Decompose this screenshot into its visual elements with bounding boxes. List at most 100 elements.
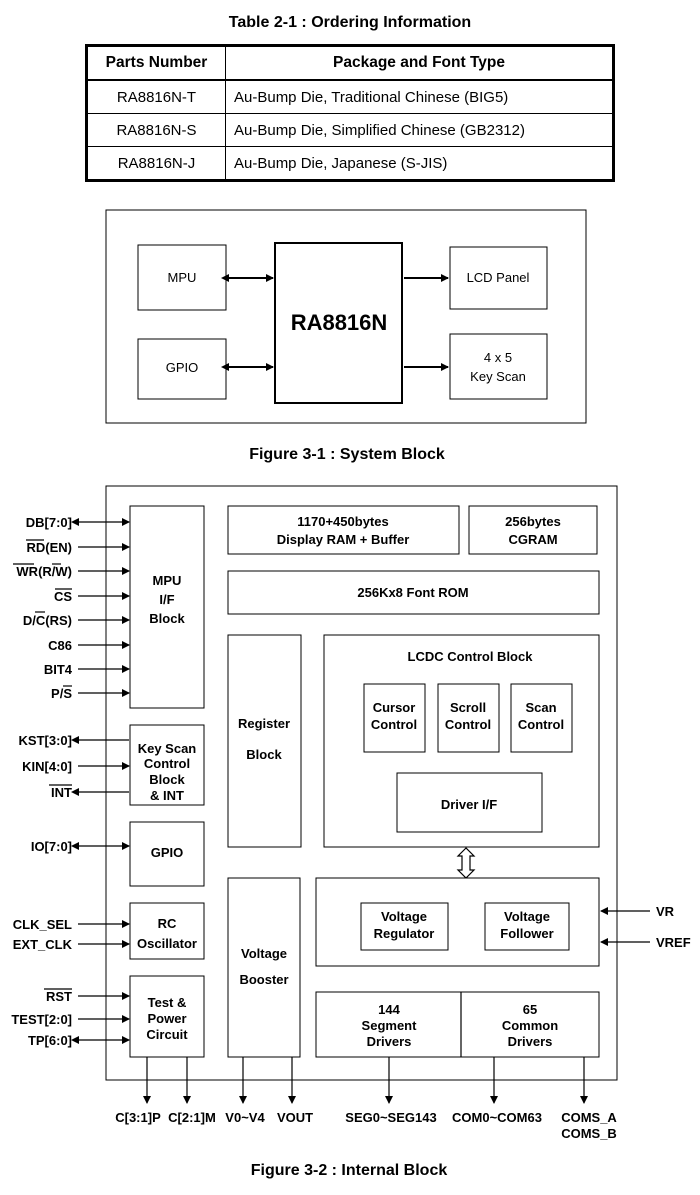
display-ram-label1: 1170+450bytes — [297, 514, 388, 529]
segment-label3: Drivers — [367, 1034, 412, 1049]
pin-wr: WR(R/W) — [16, 564, 72, 579]
voltage-regulator-block — [360, 902, 449, 951]
pin-clk-sel: CLK_SEL — [13, 917, 72, 932]
voltage-booster-block — [227, 877, 301, 1058]
scan-control-block — [510, 683, 573, 753]
register-label2: Block — [246, 747, 282, 762]
cursor-label1: Cursor — [373, 700, 416, 715]
cgram-block — [468, 505, 598, 555]
sys-key-scan-label2: Key Scan — [470, 369, 526, 384]
pin-int: INT — [51, 785, 72, 800]
drivers-container — [315, 991, 600, 1058]
common-label2: Common — [502, 1018, 558, 1033]
pin-io: IO[7:0] — [31, 839, 72, 854]
key-scan-label1: Key Scan — [138, 741, 197, 756]
cgram-label2: CGRAM — [508, 532, 557, 547]
pin-test: TEST[2:0] — [11, 1012, 72, 1027]
pin-vr: VR — [656, 904, 675, 919]
rc-osc-label2: Oscillator — [137, 936, 197, 951]
key-scan-label3: Block — [149, 772, 185, 787]
header-package-font: Package and Font Type — [225, 45, 614, 81]
font-rom-label: 256Kx8 Font ROM — [357, 585, 468, 600]
test-power-label2: Power — [147, 1011, 186, 1026]
sys-ra8816n-box — [274, 242, 403, 404]
pin-com: COM0~COM63 — [452, 1110, 542, 1125]
pin-rd: RD(EN) — [27, 540, 73, 555]
scroll-label1: Scroll — [450, 700, 486, 715]
display-ram-label2: Display RAM + Buffer — [277, 532, 410, 547]
pin-bit4: BIT4 — [44, 662, 73, 677]
pin-seg: SEG0~SEG143 — [345, 1110, 436, 1125]
pin-coms-a: COMS_A — [561, 1110, 617, 1125]
driver-if-label: Driver I/F — [441, 797, 497, 812]
lcdc-label: LCDC Control Block — [408, 649, 534, 664]
mpu-if-label3: Block — [149, 611, 185, 626]
register-label1: Register — [238, 716, 290, 731]
test-power-block — [129, 975, 205, 1058]
key-scan-block — [129, 724, 205, 806]
follower-label2: Follower — [500, 926, 553, 941]
table-row: RA8816N-S Au-Bump Die, Simplified Chines… — [86, 113, 614, 147]
scan-label1: Scan — [525, 700, 556, 715]
pin-vref: VREF — [656, 935, 691, 950]
cell-package: Au-Bump Die, Japanese (S-JIS) — [225, 146, 614, 181]
mpu-if-label2: I/F — [159, 592, 174, 607]
driver-if-block — [396, 772, 543, 833]
cursor-label2: Control — [371, 717, 417, 732]
booster-label1: Voltage — [241, 946, 287, 961]
cell-part: RA8816N-T — [86, 79, 226, 114]
scan-label2: Control — [518, 717, 564, 732]
cell-package: Au-Bump Die, Simplified Chinese (GB2312) — [225, 113, 614, 147]
cursor-control-block — [363, 683, 426, 753]
sys-key-scan-box — [449, 333, 548, 400]
pin-kst: KST[3:0] — [19, 733, 72, 748]
follower-label1: Voltage — [504, 909, 550, 924]
register-block — [227, 634, 302, 848]
pin-vout: VOUT — [277, 1110, 313, 1125]
header-parts-number: Parts Number — [86, 45, 226, 81]
regulator-label2: Regulator — [374, 926, 435, 941]
internal-block-caption: Figure 3-2 : Internal Block — [251, 1162, 448, 1179]
scroll-control-block — [437, 683, 500, 753]
pin-tp: TP[6:0] — [28, 1033, 72, 1048]
sys-lcd-panel-box — [449, 246, 548, 310]
bottom-pins: C[3:1]P C[2:1]M V0~V4 VOUT SEG0~SEG143 C… — [115, 1057, 617, 1141]
voltage-follower-block — [484, 902, 570, 951]
pin-coms-b: COMS_B — [561, 1126, 617, 1141]
font-rom-block — [227, 570, 600, 615]
sys-mpu-label: MPU — [168, 270, 197, 285]
system-block-caption: Figure 3-1 : System Block — [249, 446, 445, 463]
rc-oscillator-block — [129, 902, 205, 960]
segment-label1: 144 — [378, 1002, 400, 1017]
key-scan-label4: & INT — [150, 788, 184, 803]
cgram-label1: 256bytes — [505, 514, 561, 529]
table-row: RA8816N-J Au-Bump Die, Japanese (S-JIS) — [86, 146, 614, 181]
common-label3: Drivers — [508, 1034, 553, 1049]
pin-rst: RST — [46, 989, 72, 1004]
pin-ps: P/S — [51, 686, 72, 701]
pin-kin: KIN[4:0] — [22, 759, 72, 774]
pin-dc: D/C(RS) — [23, 613, 72, 628]
key-scan-label2: Control — [144, 756, 190, 771]
display-ram-block — [227, 505, 460, 555]
pin-v0v4: V0~V4 — [225, 1110, 265, 1125]
rc-osc-label1: RC — [158, 916, 177, 931]
pin-cs: CS — [54, 589, 72, 604]
gpio-label: GPIO — [151, 845, 184, 860]
table-header-row: Parts Number Package and Font Type — [86, 45, 614, 81]
sys-gpio-label: GPIO — [166, 360, 199, 375]
left-pins: DB[7:0] RD(EN) WR(R/W) CS D/C(RS) C86 BI… — [11, 515, 130, 1048]
common-label1: 65 — [523, 1002, 537, 1017]
pin-db: DB[7:0] — [26, 515, 72, 530]
mpu-if-block — [129, 505, 205, 709]
pin-cp: C[3:1]P — [115, 1110, 161, 1125]
sys-gpio-box — [137, 338, 227, 400]
sys-mpu-box — [137, 244, 227, 311]
booster-label2: Booster — [239, 972, 288, 987]
pin-ext-clk: EXT_CLK — [13, 937, 73, 952]
table-caption: Table 2-1 : Ordering Information — [228, 14, 472, 31]
sys-key-scan-label1: 4 x 5 — [484, 350, 512, 365]
sys-lcd-panel-label: LCD Panel — [467, 270, 530, 285]
test-power-label1: Test & — [148, 995, 187, 1010]
